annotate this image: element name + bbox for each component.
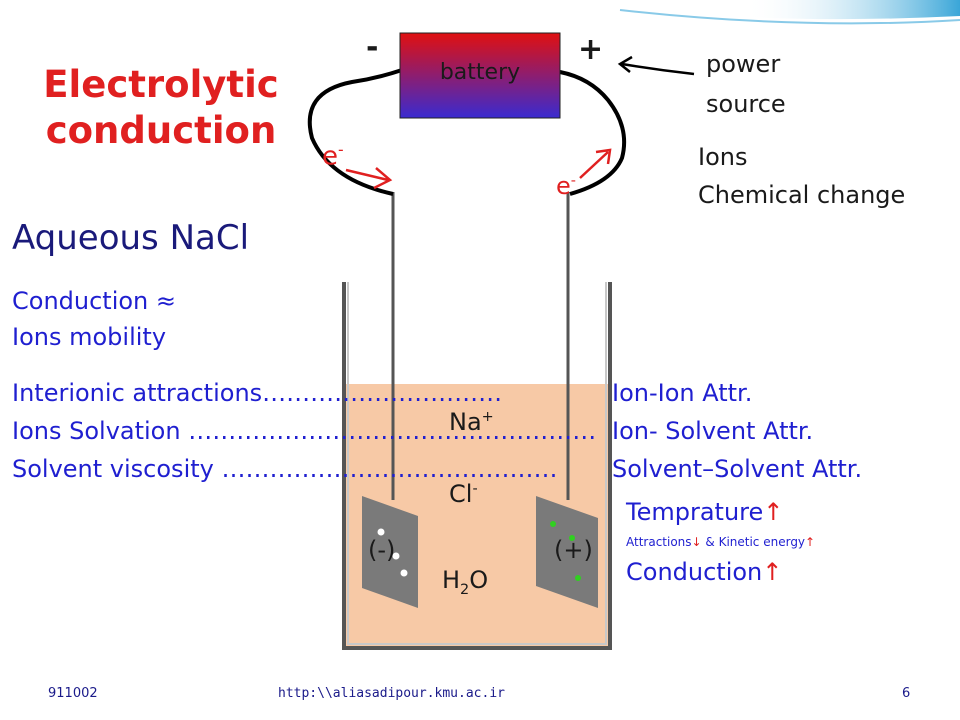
anode-dot [550,521,556,527]
source-line: source [706,90,786,118]
sodium-symbol: Na [449,408,482,436]
factors-list: Interionic attractions………………………… Ions So… [12,374,597,488]
temperature-label: Temprature [626,498,764,526]
sodium-charge: + [481,409,494,425]
footer-url: http:\\aliasadipour.kmu.ac.ir [278,686,505,701]
header-swoosh [480,0,960,25]
up-arrow-icon: ↑ [762,558,783,586]
anode-dot [575,575,581,581]
chloride-ion-label: Cl- [449,480,478,508]
factor-row: Interionic attractions………………………… [12,374,597,412]
water-o: O [469,566,489,594]
plus-sign: + [578,32,604,67]
electron-left-symbol: e [322,141,338,172]
wire-left [307,68,403,196]
cathode-dot [392,552,400,560]
down-arrow-icon: ↓ [691,535,702,549]
power-source-label: power source [706,44,786,124]
battery-label: battery [439,60,521,85]
electron-right-charge: - [570,173,576,189]
water-subscript: 2 [460,581,470,598]
subtitle: Aqueous NaCl [12,218,250,258]
cathode-dot [377,528,385,536]
conduction-line: Conduction ≈ [12,287,177,315]
wire-right [559,70,627,196]
conduction-label: Conduction [626,558,763,586]
electron-left-charge: - [338,141,344,159]
water-h: H [442,566,461,594]
battery [399,32,561,119]
title-line-1: Electrolytic [43,63,279,106]
factor-row: Solvent viscosity …………………………………… [12,450,597,488]
factor-label: Ions Solvation [12,417,181,445]
chemical-change-line: Chemical change [698,181,906,209]
power-line: power [706,50,781,78]
electron-arrow-left [345,167,393,190]
factor-row: Ions Solvation …………………………………………… [12,412,597,450]
factor-result: Solvent–Solvent Attr. [612,455,863,483]
footer-date: 911002 [48,686,98,701]
mobility-line: Ions mobility [12,323,167,351]
electron-right-symbol: e [556,172,571,200]
cathode-label: (-) [368,536,396,564]
cathode-plate [362,496,418,608]
water-label: H2O [442,566,488,598]
factor-label: Solvent viscosity [12,455,214,483]
slide-title: Electrolytic conduction [30,62,292,154]
anode-label: (+) [554,536,593,564]
factor-dots: …………………………………… [221,455,558,483]
electron-left-label: e- [322,141,344,172]
attractions-note: Attractions↓ & Kinetic energy↑ [626,535,815,549]
minus-sign: - [366,30,379,65]
cathode-dot [400,569,408,577]
power-source-arrow [617,55,695,76]
sodium-ion-label: Na+ [449,408,494,436]
factor-result: Ion- Solvent Attr. [612,417,814,445]
chloride-charge: - [472,481,478,497]
factor-results: Ion-Ion Attr. Ion- Solvent Attr. Solvent… [612,374,862,488]
chloride-symbol: Cl [449,480,473,508]
electron-right-label: e- [556,172,576,200]
page-number: 6 [902,686,911,701]
conduction-note: Conduction ≈ Ions mobility [12,283,176,355]
ions-line: Ions [698,143,748,171]
anode-dot [569,535,575,541]
up-arrow-icon: ↑ [763,498,784,526]
attractions-label: Attractions [626,535,692,549]
title-line-2: conduction [45,109,277,152]
factor-dots: ………………………… [262,379,503,407]
ions-note: Ions Chemical change [698,138,905,214]
factor-label: Interionic attractions [12,379,263,407]
conduction-up-line: Conduction↑ [626,558,782,586]
up-arrow-icon: ↑ [805,535,816,549]
factor-result: Ion-Ion Attr. [612,379,753,407]
beaker [342,282,612,650]
kinetic-label: & Kinetic energy [701,535,806,549]
factor-dots: …………………………………………… [188,417,597,445]
electron-arrow-right [579,148,612,179]
temperature-line: Temprature↑ [626,498,783,526]
